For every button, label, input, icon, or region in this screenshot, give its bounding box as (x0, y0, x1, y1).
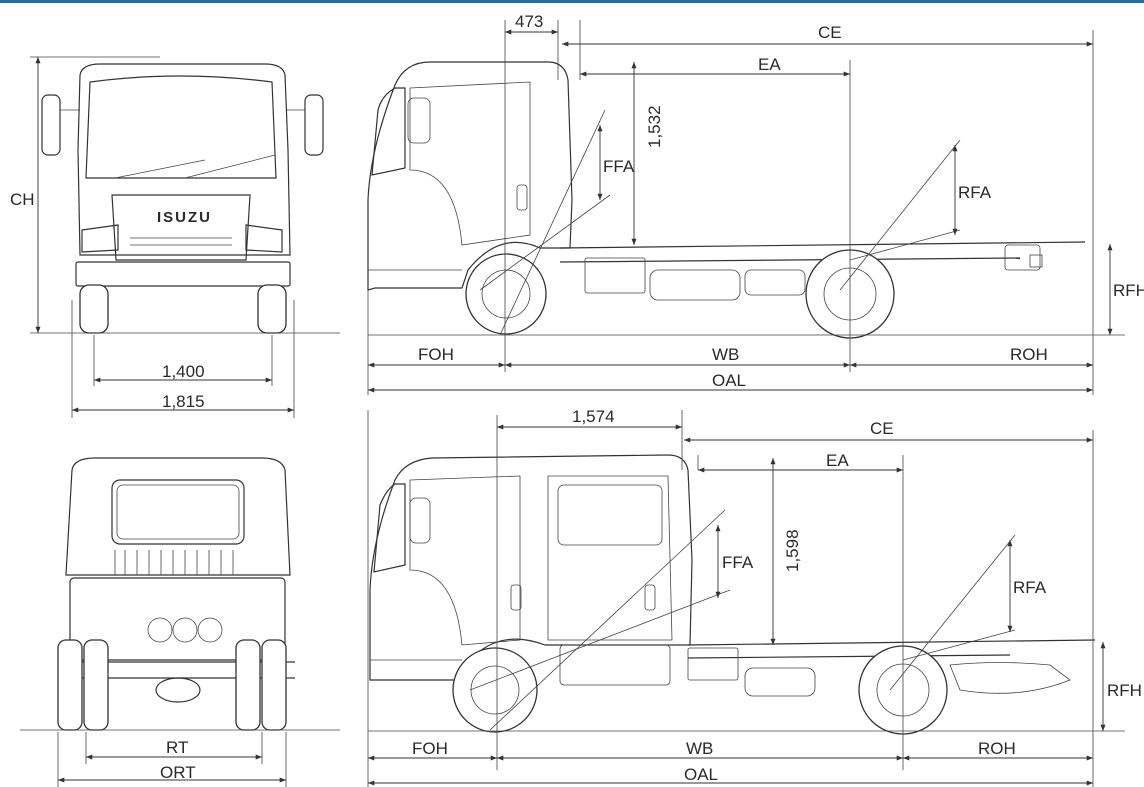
label-ch: CH (10, 190, 35, 209)
label-rfa-single: RFA (958, 183, 992, 202)
label-rfa-crew: RFA (1013, 578, 1047, 597)
label-wb-single: WB (712, 345, 739, 364)
label-ort: ORT (160, 763, 196, 782)
top-accent-bar (0, 0, 1144, 3)
label-ea-crew: EA (826, 451, 849, 470)
label-rt: RT (166, 738, 188, 757)
label-rfh-single: RFH (1113, 281, 1144, 300)
rear-view: RT ORT (20, 457, 340, 787)
front-view: ISUZU CH 1,400 1,815 (10, 56, 340, 418)
label-foh-single: FOH (418, 345, 454, 364)
label-ce-crew: CE (870, 419, 894, 438)
label-rfh-crew: RFH (1107, 681, 1142, 700)
label-wb-crew: WB (686, 739, 713, 758)
dim-cab-offset-crew: 1,574 (572, 407, 615, 426)
dim-cab-offset-single: 473 (515, 12, 543, 31)
label-ce-single: CE (818, 23, 842, 42)
brand-logo: ISUZU (157, 209, 212, 226)
label-ffa-single: FFA (603, 157, 635, 176)
label-foh-crew: FOH (412, 739, 448, 758)
single-cab-side-view: 473 CE EA 1,532 FFA RFA RFH FOH WB ROH O… (367, 12, 1144, 395)
dim-front-track: 1,400 (162, 362, 205, 381)
label-ffa-crew: FFA (722, 553, 754, 572)
label-ea-single: EA (758, 55, 781, 74)
label-roh-single: ROH (1010, 345, 1048, 364)
label-oal-crew: OAL (684, 765, 718, 784)
dim-cab-height-crew: 1,598 (783, 529, 802, 572)
dim-overall-width: 1,815 (162, 392, 205, 411)
crew-cab-side-view: 1,574 CE EA 1,598 FFA RFA RFH FOH WB ROH… (367, 407, 1142, 787)
dim-cab-height-single: 1,532 (645, 105, 664, 148)
label-roh-crew: ROH (978, 739, 1016, 758)
label-oal-single: OAL (712, 371, 746, 390)
